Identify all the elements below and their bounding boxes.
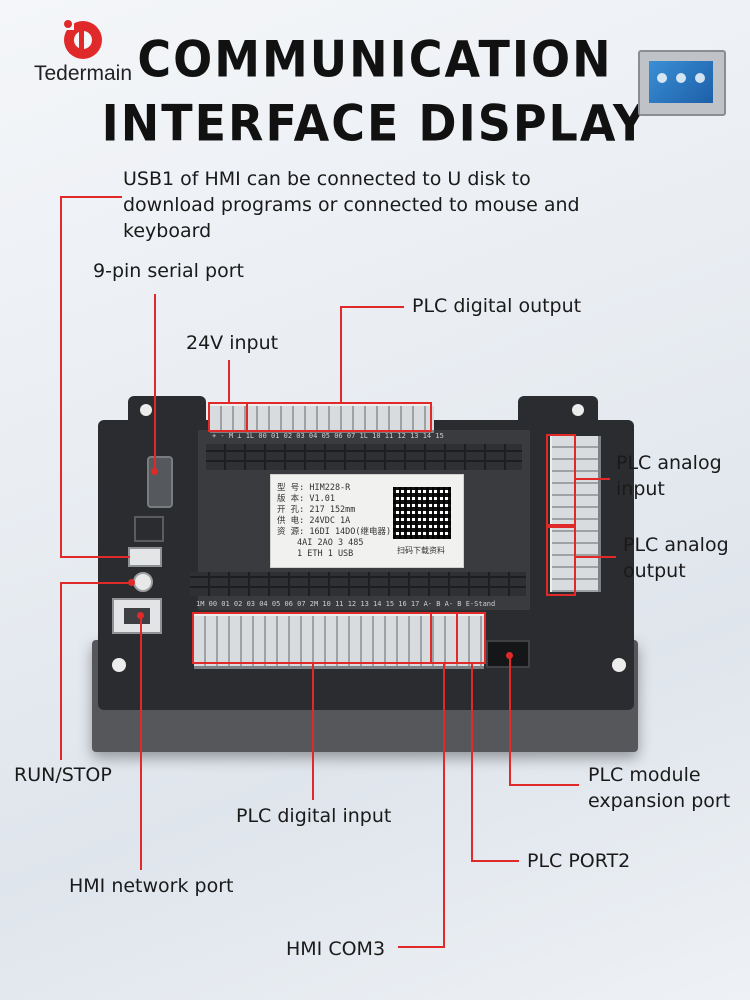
- serial-port: [147, 456, 173, 508]
- highlight-plc-port2: [456, 612, 486, 664]
- run-stop-switch: [133, 572, 153, 592]
- callout-24v-input: 24V input: [186, 332, 279, 354]
- callout-plc-port2: PLC PORT2: [527, 850, 631, 872]
- sticker-row: 1 ETH 1 USB: [297, 549, 354, 559]
- highlight-plc-analog-input: [546, 434, 576, 526]
- sticker-row: 开 孔: 217 152mm: [277, 505, 356, 515]
- highlight-plc-digital-input: [192, 612, 432, 664]
- callout-plc-module-expansion: PLC module expansion port: [588, 764, 731, 812]
- sticker-scan-text: 扫码下载资料: [397, 546, 445, 555]
- sticker-row: 型 号: HIM228-R: [277, 483, 351, 493]
- sticker-row: 供 电: 24VDC 1A: [277, 516, 351, 526]
- highlight-24v-input: [208, 402, 248, 432]
- callout-serial-port: 9-pin serial port: [93, 260, 244, 282]
- sticker-row: 版 本: V1.01: [277, 494, 335, 504]
- hmi-thumbnail-icon: [638, 50, 726, 116]
- device-heat-pattern-top: [206, 444, 522, 470]
- device-top-left-ear: [128, 396, 206, 446]
- top-strip-markings: + - M ⊥ 1L 00 01 02 03 04 05 06 07 1L 10…: [212, 432, 444, 440]
- usb-port: [128, 547, 162, 567]
- callout-run-stop: RUN/STOP: [14, 764, 112, 786]
- highlight-plc-analog-output: [546, 526, 576, 596]
- callout-plc-analog-input: PLC analog input: [616, 452, 722, 500]
- blank-port: [134, 516, 164, 542]
- callout-hmi-com3: HMI COM3: [286, 938, 386, 960]
- device-heat-pattern-bottom: [190, 572, 526, 596]
- tedermain-logo-icon: [62, 18, 102, 59]
- sticker-row: 4AI 2AO 3 485: [297, 538, 364, 548]
- callout-plc-digital-input: PLC digital input: [236, 805, 392, 827]
- bottom-terminal-strip: [194, 614, 484, 669]
- page-title-line1: COMMUNICATION: [137, 29, 613, 89]
- brand-logo: Tedermain: [18, 16, 148, 88]
- bottom-strip-markings: 1M 00 01 02 03 04 05 06 07 2M 10 11 12 1…: [196, 600, 496, 608]
- sticker-row: 资 源: 16DI 14DO(继电器): [277, 527, 392, 537]
- device-spec-sticker: 型 号: HIM228-R 版 本: V1.01 开 孔: 217 152mm …: [270, 474, 464, 568]
- qr-code-icon: [393, 487, 451, 539]
- highlight-hmi-com3: [430, 612, 458, 664]
- brand-name: Tedermain: [33, 62, 133, 85]
- highlight-plc-digital-output: [246, 402, 432, 432]
- callout-plc-analog-output: PLC analog output: [623, 534, 729, 582]
- callout-plc-digital-output: PLC digital output: [412, 295, 582, 317]
- page-title-line2: INTERFACE DISPLAY: [101, 93, 649, 153]
- callout-usb1: USB1 of HMI can be connected to U disk t…: [123, 168, 580, 242]
- callout-hmi-network-port: HMI network port: [69, 875, 234, 897]
- expansion-port: [486, 640, 530, 668]
